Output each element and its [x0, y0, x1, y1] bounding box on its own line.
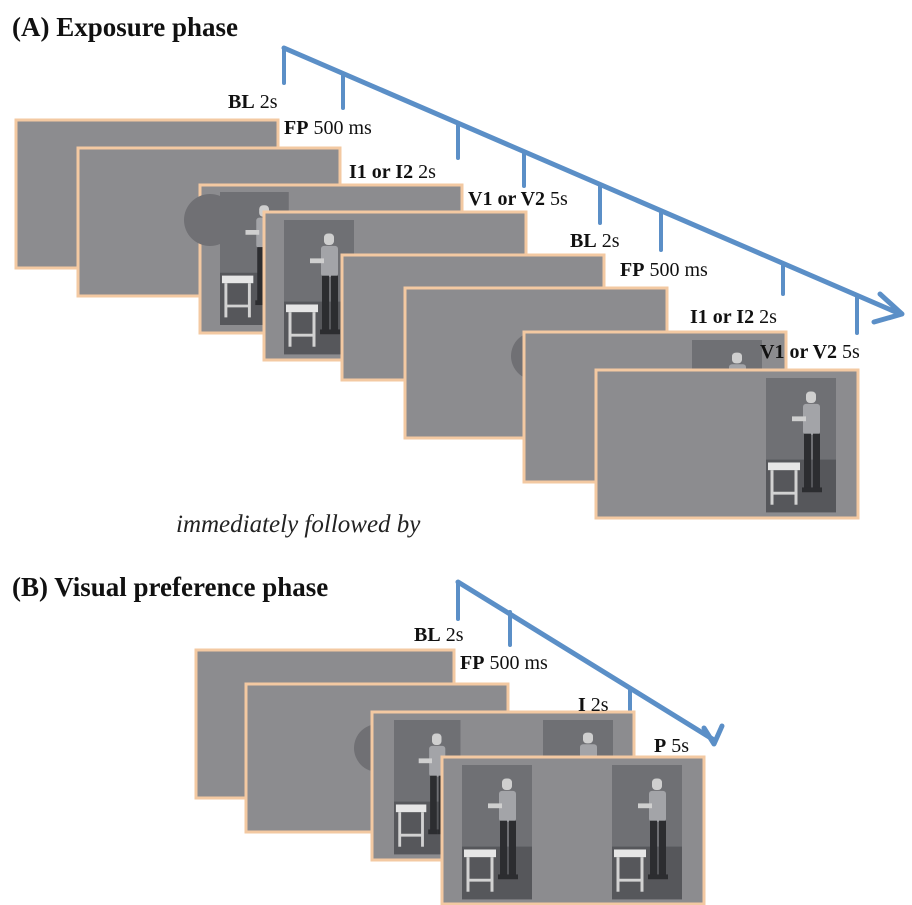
event-code: FP — [620, 259, 644, 281]
event-duration: 5s — [671, 735, 689, 757]
event-label: P 5s — [654, 735, 689, 757]
actor-photo-right — [610, 763, 684, 901]
event-code: BL — [570, 230, 597, 252]
event-duration: 5s — [842, 341, 860, 363]
event-code: I1 or I2 — [690, 306, 754, 328]
event-label: I1 or I2 2s — [690, 306, 777, 328]
event-code: V1 or V2 — [760, 341, 837, 363]
event-code: I1 or I2 — [349, 161, 413, 183]
phase-a-arrowhead — [871, 291, 905, 325]
event-duration: 2s — [418, 161, 436, 183]
event-label: BL 2s — [414, 624, 464, 646]
event-label: V1 or V2 5s — [468, 188, 568, 210]
event-code: P — [654, 735, 666, 757]
event-label: FP 500 ms — [284, 117, 372, 139]
event-code: I — [578, 694, 586, 716]
phase-b-arrowhead — [701, 723, 725, 747]
event-label: I 2s — [578, 694, 609, 716]
actor-photo — [764, 376, 838, 514]
event-code: V1 or V2 — [468, 188, 545, 210]
event-duration: 5s — [550, 188, 568, 210]
event-code: FP — [284, 117, 308, 139]
event-duration: 500 ms — [649, 259, 708, 281]
event-duration: 2s — [602, 230, 620, 252]
transition-caption: immediately followed by — [176, 511, 421, 538]
event-label: V1 or V2 5s — [760, 341, 860, 363]
event-code: BL — [228, 91, 255, 113]
phase-a-timeline-arrow — [281, 45, 901, 316]
event-label: FP 500 ms — [460, 652, 548, 674]
event-duration: 2s — [446, 624, 464, 646]
phase-a-title: (A) Exposure phase — [12, 12, 238, 42]
event-label: I1 or I2 2s — [349, 161, 436, 183]
event-duration: 2s — [759, 306, 777, 328]
phase-b-timeline-arrow — [455, 579, 717, 743]
event-duration: 500 ms — [489, 652, 548, 674]
event-label: BL 2s — [228, 91, 278, 113]
event-code: BL — [414, 624, 441, 646]
phase-b-title: (B) Visual preference phase — [12, 572, 328, 602]
event-duration: 2s — [591, 694, 609, 716]
event-code: FP — [460, 652, 484, 674]
actor-photo-left — [460, 763, 534, 901]
event-label: FP 500 ms — [620, 259, 708, 281]
event-duration: 2s — [260, 91, 278, 113]
event-duration: 500 ms — [313, 117, 372, 139]
event-label: BL 2s — [570, 230, 620, 252]
